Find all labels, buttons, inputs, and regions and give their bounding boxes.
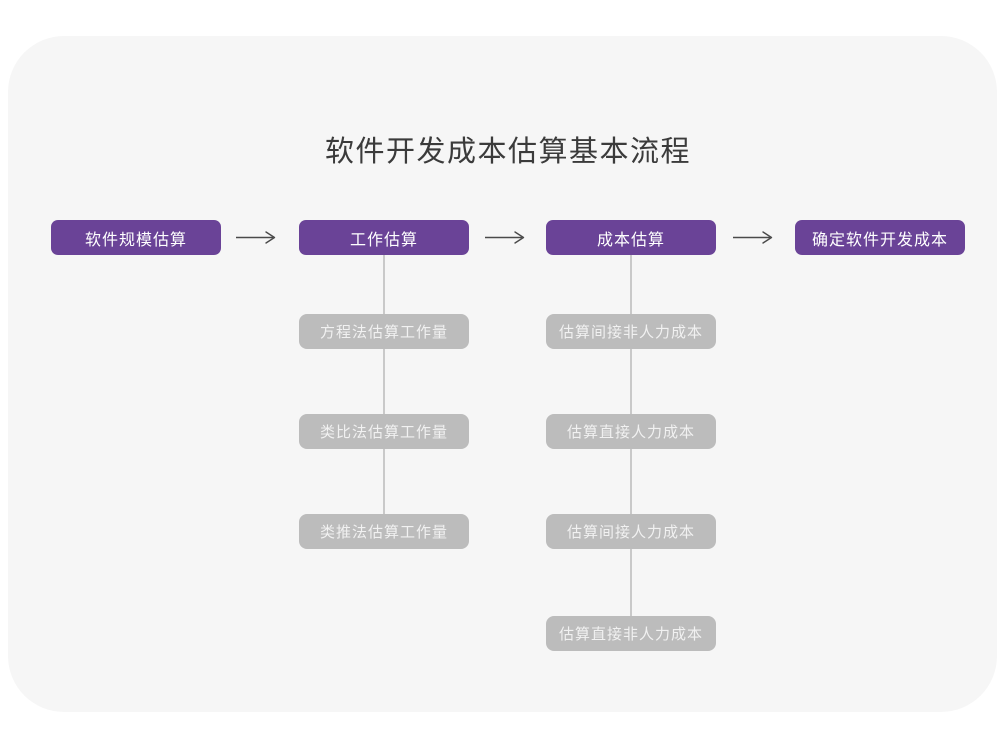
diagram-card: 软件开发成本估算基本流程 软件规模估算 工作估算 成本估算 确定软件开发成本 方…: [8, 36, 997, 712]
arrow-right-icon: [236, 231, 276, 244]
stage-node-determine-development-cost: 确定软件开发成本: [795, 220, 965, 255]
arrow-right-icon: [733, 231, 773, 244]
substep-node-direct-labor-cost: 估算直接人力成本: [546, 414, 716, 449]
connector-line-effort-column: [383, 254, 385, 516]
arrow-right-icon: [485, 231, 525, 244]
stage-node-effort-estimation: 工作估算: [299, 220, 469, 255]
stage-node-cost-estimation: 成本估算: [546, 220, 716, 255]
substep-node-equation-method: 方程法估算工作量: [299, 314, 469, 349]
substep-node-analogy-method: 类比法估算工作量: [299, 414, 469, 449]
substep-node-direct-nonlabor-cost: 估算直接非人力成本: [546, 616, 716, 651]
substep-node-indirect-labor-cost: 估算间接人力成本: [546, 514, 716, 549]
stage-node-software-scale-estimation: 软件规模估算: [51, 220, 221, 255]
substep-node-indirect-nonlabor-cost: 估算间接非人力成本: [546, 314, 716, 349]
substep-node-analogical-method: 类推法估算工作量: [299, 514, 469, 549]
diagram-title: 软件开发成本估算基本流程: [324, 136, 691, 168]
